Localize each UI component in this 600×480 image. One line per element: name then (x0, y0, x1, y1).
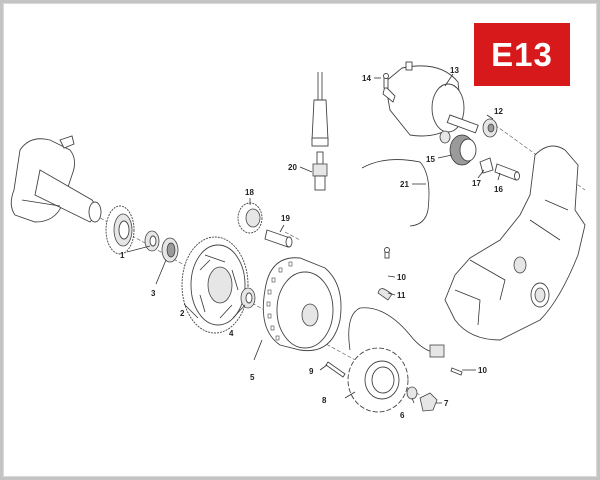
bolt-10-lower (450, 367, 463, 376)
stator-wire (348, 307, 433, 353)
callout-4[interactable]: 4 (229, 329, 234, 338)
callout-11[interactable]: 11 (397, 291, 406, 300)
gear-18 (237, 202, 263, 234)
spark-plug-cap (311, 72, 329, 147)
callout-6[interactable]: 6 (400, 411, 405, 420)
washer-1 (144, 230, 160, 252)
nut-7 (419, 392, 438, 412)
callout-2[interactable]: 2 (180, 309, 185, 318)
flywheel-rotor (262, 257, 342, 352)
bearing-12 (482, 118, 498, 138)
callout-5[interactable]: 5 (250, 373, 255, 382)
washer-4 (240, 287, 256, 309)
idle-gear-15 (449, 134, 477, 166)
bearing-3 (161, 237, 179, 263)
callout-19[interactable]: 19 (281, 214, 290, 223)
callout-14[interactable]: 14 (362, 74, 371, 83)
callout-15[interactable]: 15 (426, 155, 435, 164)
shaft-16 (494, 163, 520, 181)
starter-driven-gear (181, 236, 249, 334)
callout-17[interactable]: 17 (472, 179, 481, 188)
clamp-11 (377, 288, 393, 301)
crankcase-cover (444, 145, 586, 341)
callout-1[interactable]: 1 (120, 251, 125, 260)
callout-16[interactable]: 16 (494, 185, 503, 194)
callout-18[interactable]: 18 (245, 188, 254, 197)
callout-8[interactable]: 8 (322, 396, 327, 405)
connector (429, 344, 445, 358)
crank-gear (105, 205, 135, 255)
callout-21[interactable]: 21 (400, 180, 409, 189)
callout-7[interactable]: 7 (444, 399, 449, 408)
section-badge: E13 (474, 23, 570, 86)
cable-21 (361, 159, 430, 227)
callout-20[interactable]: 20 (288, 163, 297, 172)
callout-10-lower[interactable]: 10 (478, 366, 487, 375)
callout-12[interactable]: 12 (494, 107, 503, 116)
stator (347, 347, 409, 413)
bolt-14 (383, 73, 389, 89)
bushing-17 (479, 157, 494, 174)
crankshaft (10, 135, 102, 223)
bolt-10-upper (384, 247, 390, 259)
starter-motor (382, 61, 479, 137)
callout-3[interactable]: 3 (151, 289, 156, 298)
callout-10-upper[interactable]: 10 (397, 273, 406, 282)
callout-13[interactable]: 13 (450, 66, 459, 75)
shaft-19 (264, 229, 293, 248)
washer-6 (406, 386, 418, 400)
bolt-9 (325, 361, 346, 378)
spark-plug (312, 151, 328, 191)
washer-15a (439, 130, 451, 144)
leader-lines (126, 73, 501, 404)
callout-9[interactable]: 9 (309, 367, 314, 376)
